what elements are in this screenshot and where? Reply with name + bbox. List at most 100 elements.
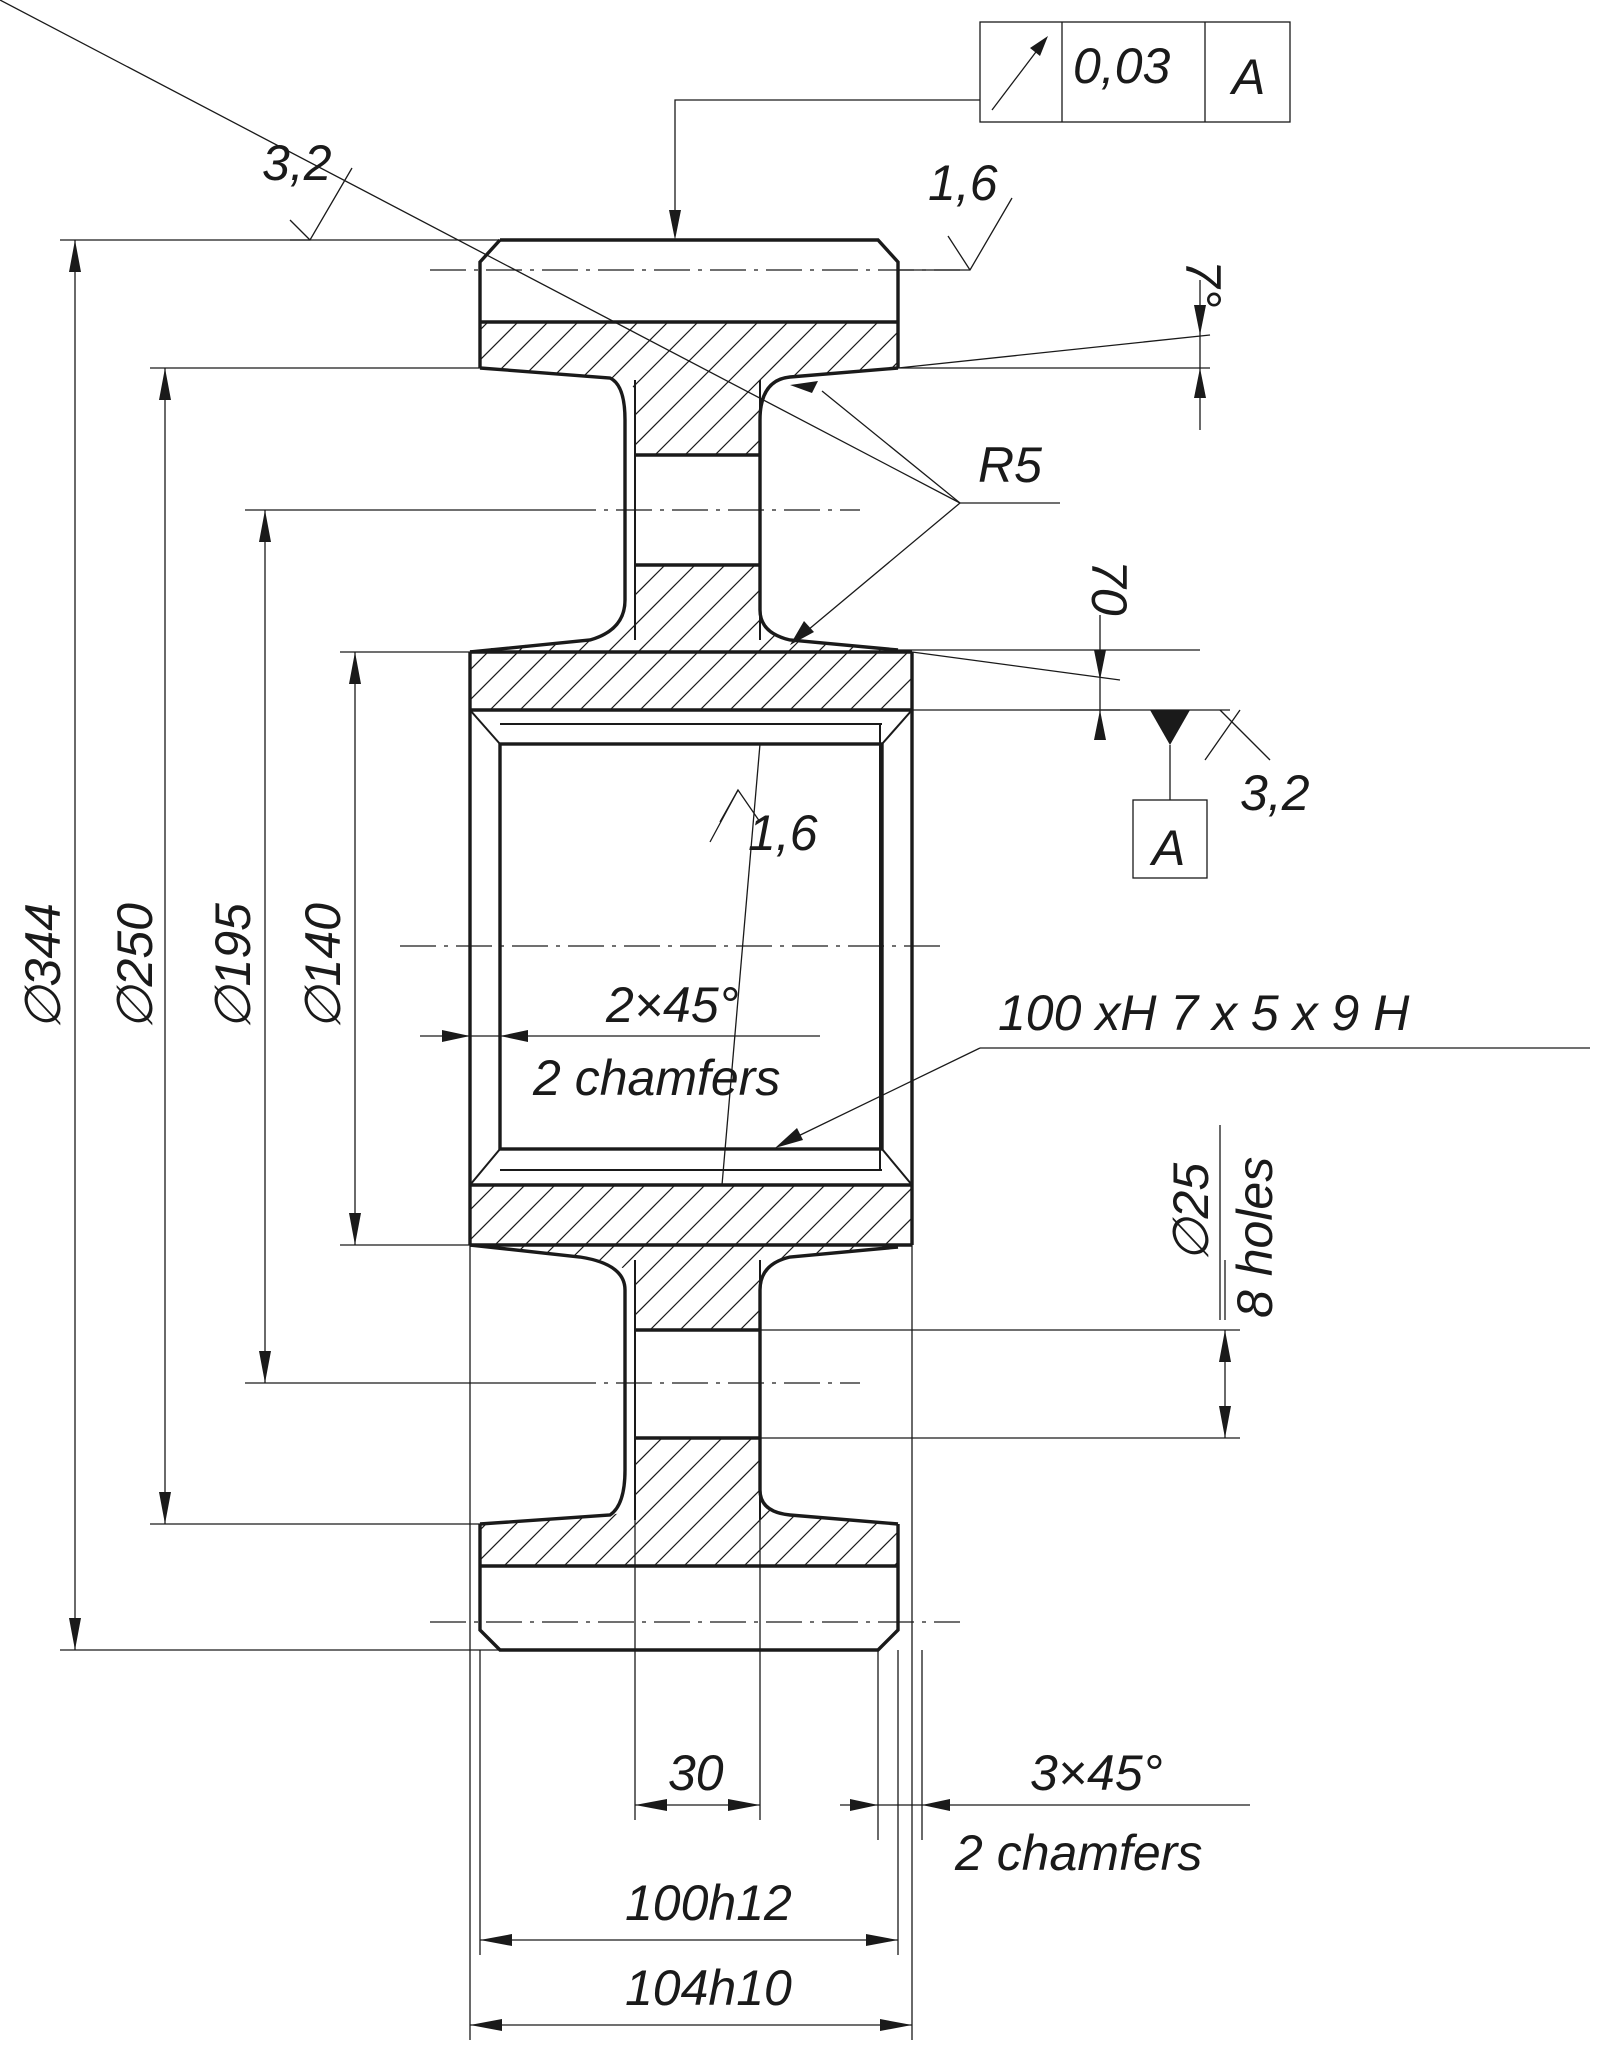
hatch-line: [0, 0, 240, 1700]
hatch-line: [470, 322, 912, 1566]
rim-width: 100h12: [625, 1875, 792, 1931]
hatch-line: [470, 322, 912, 1566]
hatch-line: [909, 322, 912, 1566]
hatch-line: [1000, 0, 1598, 1700]
diameter-344: ∅344: [15, 903, 71, 1030]
hatch-line: [0, 0, 360, 1700]
hatch-line: [1300, 0, 1598, 1700]
hatch-line: [819, 322, 912, 1566]
radius-label: R5: [978, 437, 1042, 493]
hatch-line: [470, 322, 912, 1566]
hatch-line: [1030, 0, 1598, 1700]
hatch-line: [470, 322, 912, 1566]
hatch-line: [470, 322, 912, 1566]
hatch-line: [470, 322, 912, 1566]
hatch-line: [1180, 0, 1598, 1700]
hatch-line: [1270, 0, 1598, 1700]
hatch-line: [470, 322, 912, 1566]
web-width: 30: [668, 1745, 724, 1801]
hatch-line: [0, 0, 420, 1700]
holes-count: 8 holes: [1227, 1157, 1283, 1318]
hatch-line: [1210, 0, 1598, 1700]
hatch-line: [489, 322, 912, 1566]
hatch-line: [470, 322, 912, 1566]
hatch-line: [470, 322, 691, 1566]
hatch-line: [0, 0, 180, 1700]
hatch-line: [1360, 0, 1598, 1700]
hub-offset-label: 70: [1081, 560, 1137, 616]
hatch-line: [1540, 0, 1598, 1700]
hatch-line: [470, 322, 871, 1566]
hatch-line: [470, 322, 541, 1566]
hatch-line: [1480, 0, 1598, 1700]
datum-symbol: [1060, 709, 1230, 879]
hatch-line: [1120, 0, 1598, 1700]
hatch-line: [1570, 0, 1598, 1700]
extension-lines: [60, 239, 1240, 2040]
hatch-line: [470, 322, 912, 1566]
hatch-line: [470, 322, 912, 1566]
diameter-250: ∅250: [107, 903, 163, 1030]
holes-diameter: ∅25: [1163, 1163, 1219, 1262]
hatch-line: [0, 0, 450, 1700]
hatch-line: [470, 322, 912, 1566]
hatch-line: [1450, 0, 1598, 1700]
inner-chamfer-count: 2 chamfers: [532, 1050, 780, 1106]
hatch-line: [1060, 0, 1598, 1700]
hatch-line: [1330, 0, 1598, 1700]
hatch-line: [470, 322, 481, 1566]
hatch-line: [0, 0, 30, 1700]
hatch-line: [519, 322, 912, 1566]
hatch-line: [470, 322, 912, 1566]
hatch-line: [470, 322, 912, 1566]
hatch-line: [470, 322, 912, 1566]
hatch-line: [470, 322, 912, 1566]
hatch-line: [470, 322, 751, 1566]
hatch-line: [470, 322, 841, 1566]
hatch-line: [470, 322, 912, 1566]
hatch-line: [470, 322, 912, 1566]
hatch-line: [470, 322, 912, 1566]
feature-control-frame: [979, 21, 1291, 123]
hatch-line: [470, 322, 661, 1566]
hatch-line: [1420, 0, 1598, 1700]
hub-width: 104h10: [625, 1960, 792, 2016]
hatch-line: [549, 322, 912, 1566]
hatch-line: [1240, 0, 1598, 1700]
hatch-line: [470, 322, 912, 1566]
inner-chamfer-size: 2×45°: [605, 977, 739, 1033]
roughness-rim-face: 1,6: [928, 155, 998, 211]
outer-chamfer-count: 2 chamfers: [954, 1825, 1202, 1881]
labels: 0,03 A A 3,2 1,6 1,6 3,2 7° R5 70 ∅344 ∅…: [15, 38, 1410, 2016]
hatch-line: [470, 322, 912, 1566]
hatch-line: [470, 322, 912, 1566]
hatch-line: [470, 322, 912, 1566]
angle-label: 7°: [1175, 260, 1231, 308]
hatch-line: [579, 322, 912, 1566]
hatch-line: [470, 322, 811, 1566]
hatch-line: [0, 0, 60, 1700]
roughness-rim-outer: 3,2: [262, 135, 332, 191]
hatch-line: [1150, 0, 1598, 1700]
datum-label: A: [1149, 820, 1185, 876]
hatch-line: [970, 0, 1598, 1700]
hatch-line: [470, 322, 912, 1566]
hatch-line: [470, 322, 781, 1566]
hatch-line: [470, 322, 601, 1566]
hatch-line: [0, 0, 210, 1700]
spline-callout: 100 xH 7 x 5 x 9 H: [998, 985, 1410, 1041]
roughness-symbols: [289, 167, 1271, 1186]
hatch-line: [0, 0, 390, 1700]
roughness-bore: 1,6: [748, 805, 818, 861]
hatch-line: [470, 322, 912, 1566]
fcf-tolerance: 0,03: [1073, 38, 1171, 94]
hatch-line: [0, 0, 300, 1700]
part-outline: [468, 238, 914, 1652]
hatch-line: [0, 0, 120, 1700]
hatch-line: [470, 322, 721, 1566]
hatch-line: [699, 322, 912, 1566]
center-lines: [400, 269, 960, 1623]
diameter-195: ∅195: [205, 903, 261, 1030]
